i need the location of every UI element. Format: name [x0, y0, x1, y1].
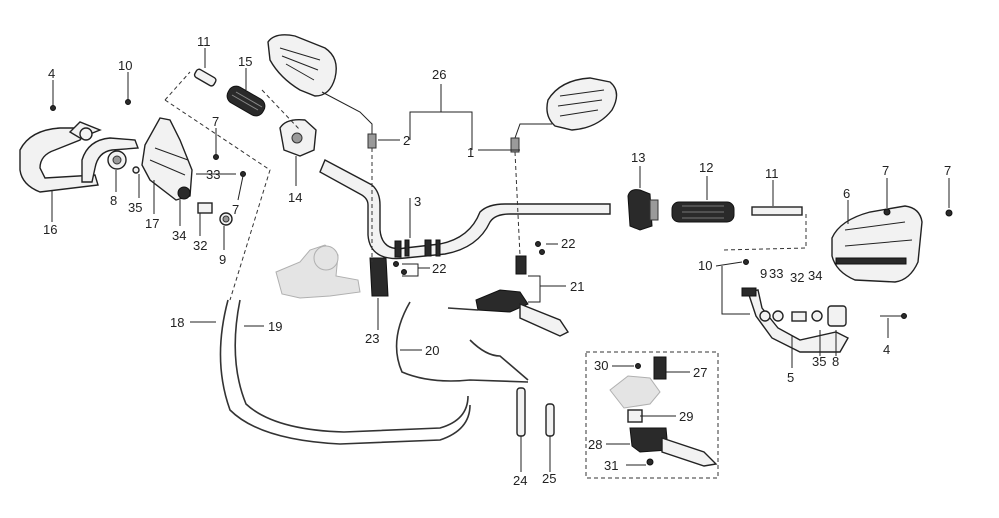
callout-7-right-a: 7: [882, 163, 889, 178]
callout-8-left: 8: [110, 193, 117, 208]
callout-28: 28: [588, 437, 602, 452]
right-switch-housing: [627, 189, 659, 231]
right-mirror: [510, 77, 618, 153]
callout-18: 18: [170, 315, 184, 330]
callout-21: 21: [570, 279, 584, 294]
callout-12: 12: [699, 160, 713, 175]
callout-30: 30: [594, 358, 608, 373]
callout-6: 6: [843, 186, 850, 201]
callout-10-left: 10: [118, 58, 132, 73]
callout-23: 23: [365, 331, 379, 346]
callout-2: 2: [403, 133, 410, 148]
callout-35-left: 35: [128, 200, 142, 215]
callout-15: 15: [238, 54, 252, 69]
callout-19: 19: [268, 319, 282, 334]
right-hand-guard: [831, 205, 953, 283]
callout-9-left: 9: [219, 252, 226, 267]
callout-31: 31: [604, 458, 618, 473]
right-guard-bracket: [741, 259, 907, 353]
callout-3: 3: [414, 194, 421, 209]
callout-4-left: 4: [48, 66, 55, 81]
handlebar: [319, 159, 611, 260]
callout-5: 5: [787, 370, 794, 385]
callout-7-right-b: 7: [944, 163, 951, 178]
callout-10-right: 10: [698, 258, 712, 273]
callout-22-right: 22: [561, 236, 575, 251]
callout-11-right: 11: [765, 166, 779, 181]
callout-25: 25: [542, 471, 556, 486]
callout-20: 20: [425, 343, 439, 358]
right-bar-end-tube: [751, 206, 803, 216]
callout-7-left-b: 7: [232, 202, 239, 217]
cables: [219, 299, 529, 445]
callout-27: 27: [693, 365, 707, 380]
callout-33-right: 33: [769, 266, 783, 281]
lever-pins: [516, 387, 555, 437]
callout-26: 26: [432, 67, 446, 82]
callout-34-right: 34: [808, 268, 822, 283]
clutch-lever-assembly: [475, 241, 570, 337]
callout-35-right: 35: [812, 354, 826, 369]
callout-33-left: 33: [206, 167, 220, 182]
callout-labels: 4 10 11 15 7 33 7 16 8 35 17 34 32 9 14 …: [43, 34, 951, 488]
callout-16: 16: [43, 222, 57, 237]
callout-34-left: 34: [172, 228, 186, 243]
callout-32-right: 32: [790, 270, 804, 285]
left-mirror: [267, 34, 377, 149]
callout-7-left-a: 7: [212, 114, 219, 129]
leader-lines: [51, 48, 950, 472]
brake-master-cylinder: [275, 244, 407, 299]
bar-end-weight-set: [177, 186, 233, 226]
alignment-dashes: [164, 71, 807, 301]
callout-13: 13: [631, 150, 645, 165]
callout-4-right: 4: [883, 342, 890, 357]
left-guard-mount: [81, 137, 140, 183]
callout-29: 29: [679, 409, 693, 424]
callout-22-left: 22: [432, 261, 446, 276]
callout-1: 1: [467, 145, 474, 160]
right-grip: [671, 201, 735, 223]
left-guard-shell: [141, 117, 193, 201]
callout-11-left: 11: [197, 34, 211, 49]
callout-8-right: 8: [832, 354, 839, 369]
callout-17: 17: [145, 216, 159, 231]
callout-9-right: 9: [760, 266, 767, 281]
clutch-subassembly-box: [585, 351, 719, 479]
callout-24: 24: [513, 473, 527, 488]
callout-32-left: 32: [193, 238, 207, 253]
callout-14: 14: [288, 190, 302, 205]
throttle-grip: [193, 68, 266, 117]
left-hand-guard: [19, 121, 102, 193]
left-switch-housing: [279, 118, 317, 157]
